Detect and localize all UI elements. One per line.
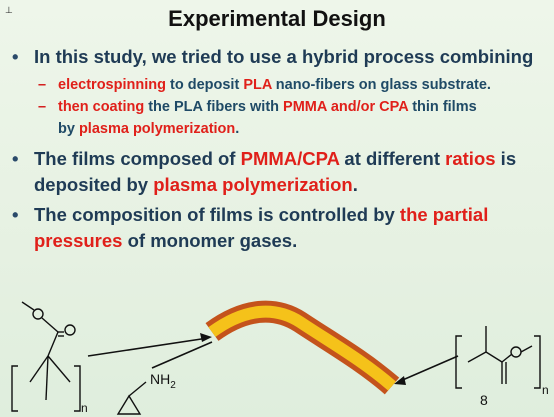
arrow-right-icon xyxy=(397,355,459,383)
repeat-subscript-left: n xyxy=(81,401,88,415)
dash-icon: – xyxy=(38,77,47,93)
arrow-head-right-icon xyxy=(394,376,406,385)
bullet-1-text: In this study, we tried to use a hybrid … xyxy=(34,46,534,67)
subitem-1-part-1: electrospinning xyxy=(58,77,166,93)
subitem-2-part-4: thin films xyxy=(408,99,477,115)
bullet-1: • In this study, we tried to use a hybri… xyxy=(10,44,550,70)
bullet-2-part-7: plasma polymerization xyxy=(153,174,353,195)
subitem-2: – then coating the PLA fibers with PMMA … xyxy=(10,96,550,140)
subitem-2-part-6: plasma polymerization xyxy=(78,121,236,137)
repeat-subscript-right: n xyxy=(542,383,549,397)
slide-title: Experimental Design xyxy=(168,6,386,31)
arrow-pmma-icon xyxy=(87,337,209,357)
bullet-3-part-2: the partial xyxy=(399,204,489,225)
chemistry-figure: n NH2 n xyxy=(11,300,549,415)
bullet-3-part-4: pressures xyxy=(34,230,123,251)
bullet-dot-icon: • xyxy=(12,46,19,67)
bullet-3-part-5: of monomer gases. xyxy=(122,230,298,251)
subitem-1: – electrospinning to deposit PLA nano-fi… xyxy=(10,74,550,96)
subitem-2-part-2: the PLA fibers with xyxy=(144,99,284,115)
bullet-2: • The films composed of PMMA/CPA at diff… xyxy=(10,146,550,198)
slide-content: • In this study, we tried to use a hybri… xyxy=(10,44,550,258)
bullet-2-part-2: PMMA/CPA xyxy=(240,148,340,169)
bullet-2-part-4: ratios xyxy=(445,148,496,169)
amine-label-text: NH xyxy=(150,371,170,387)
bullet-2-part-3: at different xyxy=(339,148,446,169)
amine-label: NH2 xyxy=(150,371,176,391)
bullet-2-part-1: The films composed of xyxy=(34,148,241,169)
page-number: 8 xyxy=(480,392,488,408)
subitem-1-part-4: nano-fibers on glass substrate. xyxy=(271,77,491,93)
bullet-3-part-1: The composition of films is controlled b… xyxy=(34,204,400,225)
polymer-structure-right-icon xyxy=(455,326,541,389)
corner-mark-icon: ⊥ xyxy=(5,5,13,15)
subitem-2-part-1: then coating xyxy=(58,99,145,115)
pmma-structure-icon xyxy=(11,301,81,412)
dash-icon: – xyxy=(38,99,47,115)
arrow-cpa-icon xyxy=(151,341,213,369)
bullet-dot-icon: • xyxy=(12,204,19,225)
subitem-1-part-2: to deposit xyxy=(165,77,244,93)
amine-subscript: 2 xyxy=(170,380,176,391)
subitem-2-part-5: by xyxy=(58,121,79,137)
subitem-2-part-7: . xyxy=(235,121,240,137)
subitem-1-part-3: PLA xyxy=(243,77,272,93)
bullet-3: • The composition of films is controlled… xyxy=(10,202,550,254)
cyclopropylamine-icon xyxy=(116,381,147,415)
bullet-dot-icon: • xyxy=(12,148,19,169)
bullet-2-part-8: . xyxy=(352,174,358,195)
bullet-2-part-5: is xyxy=(495,148,517,169)
fiber-core-icon xyxy=(208,305,396,391)
subitem-2-part-3: PMMA and/or CPA xyxy=(283,99,409,115)
bullet-2-part-6: deposited by xyxy=(34,174,154,195)
arrow-head-pmma-icon xyxy=(200,333,212,342)
